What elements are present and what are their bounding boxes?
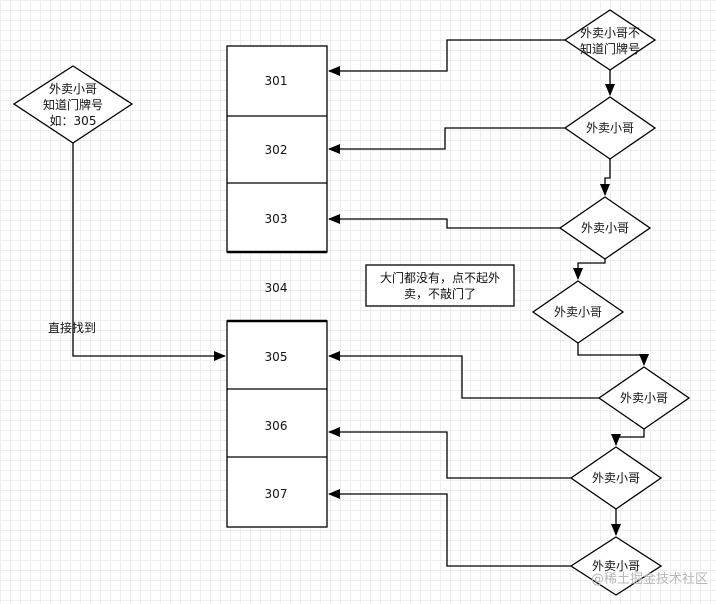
right-decision-2-label: 外卖小哥	[586, 121, 634, 135]
right-decision-2-diamond: 外卖小哥	[563, 96, 657, 160]
lower-room-block	[226, 319, 328, 528]
arrow-to-302	[328, 127, 565, 154]
right-decision-1-line-1: 外卖小哥不	[580, 26, 640, 40]
right-decision-1-diamond: 外卖小哥不 知道门牌号	[563, 9, 657, 71]
right-decision-7-label: 外卖小哥	[592, 559, 640, 573]
room-306-label: 306	[265, 419, 288, 433]
right-decision-3-diamond: 外卖小哥	[558, 196, 652, 260]
arrow-decision-3-to-4	[573, 259, 606, 280]
room-302-label: 302	[265, 143, 288, 157]
right-decision-3-label: 外卖小哥	[581, 221, 629, 235]
arrow-to-301	[328, 39, 565, 76]
note-line-1: 大门都没有，点不起外	[380, 270, 500, 285]
note-box: 大门都没有，点不起外 卖，不敲门了	[365, 264, 515, 307]
upper-room-block	[226, 45, 328, 254]
direct-path-arrow	[72, 143, 226, 361]
left-decision-line-2: 知道门牌号	[43, 97, 103, 112]
room-307-label: 307	[265, 487, 288, 501]
left-decision-line-3: 如：305	[50, 113, 97, 128]
left-decision-line-1: 外卖小哥	[49, 82, 97, 96]
right-decision-6-diamond: 外卖小哥	[569, 446, 663, 510]
direct-path-label: 直接找到	[48, 320, 96, 335]
right-decision-7-diamond: 外卖小哥	[569, 536, 663, 596]
room-305-label: 305	[265, 350, 288, 364]
room-303-label: 303	[265, 212, 288, 226]
right-decision-1-line-2: 知道门牌号	[580, 41, 640, 56]
arrow-to-307	[328, 489, 571, 567]
right-decision-6-label: 外卖小哥	[592, 471, 640, 485]
watermark-text: @稀土掘金技术社区	[591, 571, 708, 587]
arrow-to-306	[328, 427, 571, 479]
arrow-decision-5-to-6	[611, 429, 645, 446]
right-decision-5-label: 外卖小哥	[620, 391, 668, 405]
arrow-decision-2-to-3	[600, 159, 611, 196]
left-decision-diamond: 外卖小哥 知道门牌号 如：305	[12, 65, 134, 144]
right-decision-5-diamond: 外卖小哥	[597, 366, 691, 430]
right-decision-4-diamond: 外卖小哥	[531, 280, 625, 344]
room-301-label: 301	[265, 74, 288, 88]
arrow-to-303	[328, 214, 560, 229]
right-decision-4-label: 外卖小哥	[554, 305, 602, 319]
arrow-decision-4-to-5	[577, 343, 649, 366]
room-304-label: 304	[265, 281, 288, 295]
note-line-2: 卖，不敲门了	[404, 286, 476, 301]
arrow-to-305	[328, 351, 599, 399]
